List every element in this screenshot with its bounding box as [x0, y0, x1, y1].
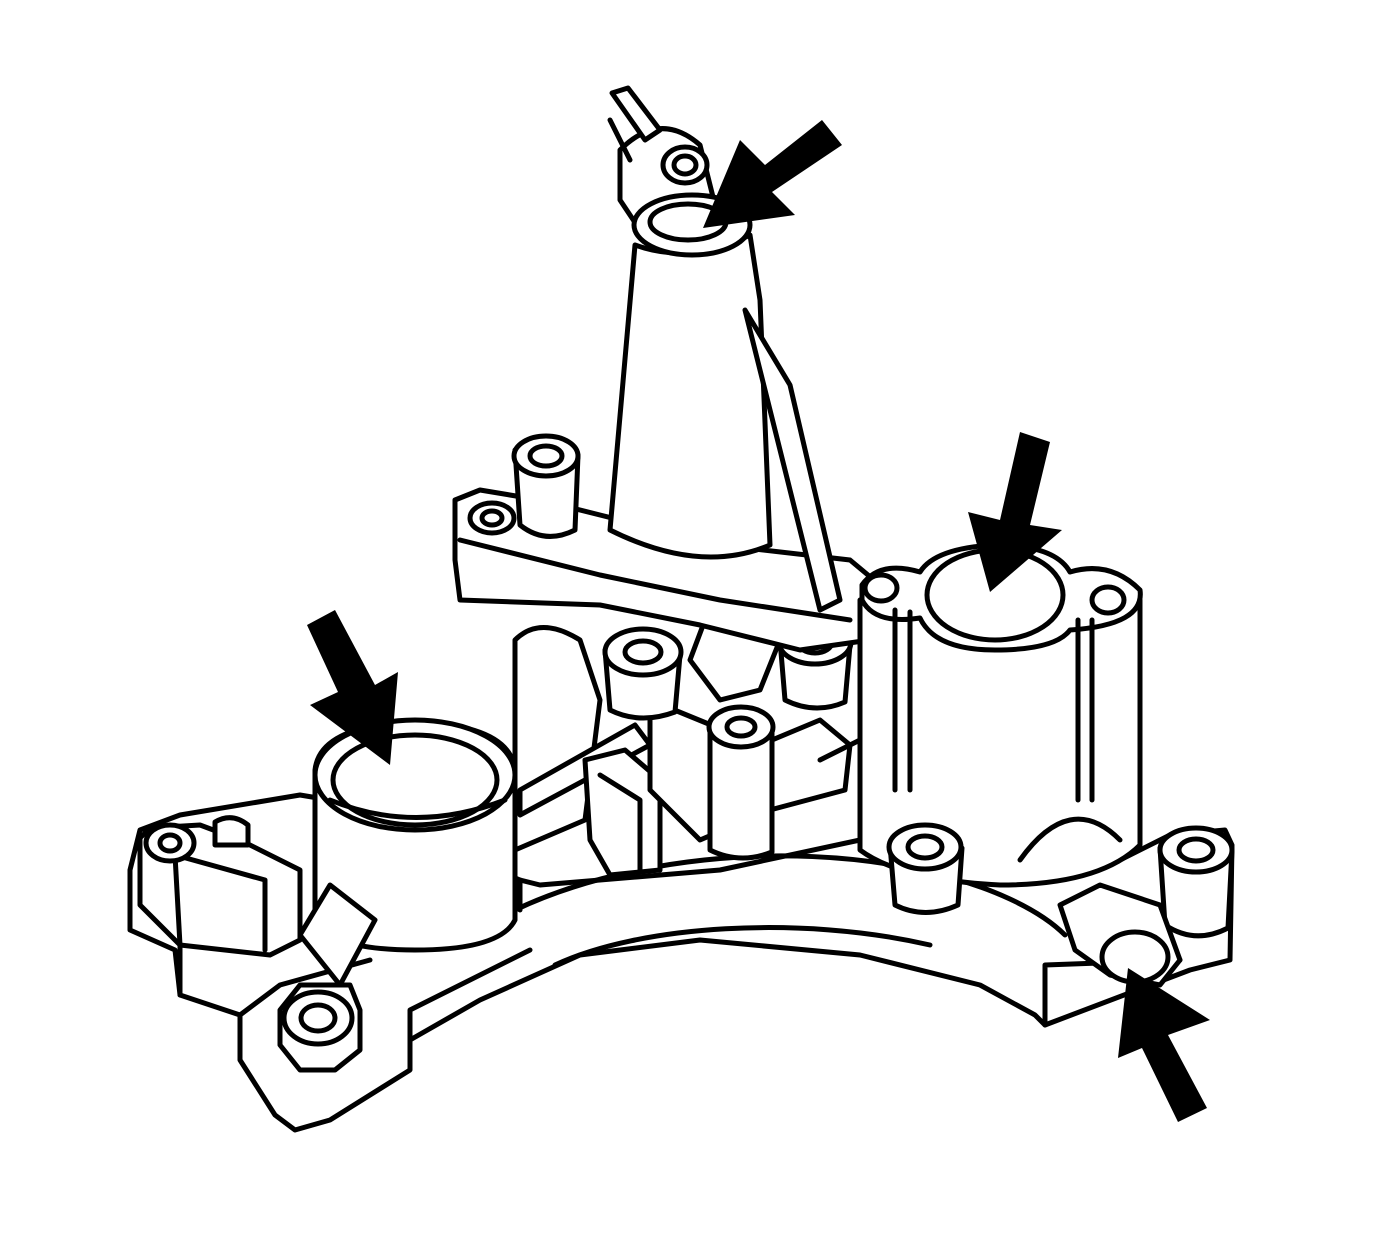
right-mount-bosses [886, 822, 1235, 988]
arrow-lower-right-mount-hole [1118, 968, 1210, 1122]
lower-left-mount-boss [277, 882, 378, 1073]
left-foot-bracket [137, 815, 303, 958]
arrow-right-cylinder-port [968, 432, 1062, 592]
right-cylinder [817, 542, 1143, 888]
upper-column [607, 85, 843, 613]
callout-arrows [307, 120, 1210, 1122]
arrow-left-cylinder-port [307, 610, 398, 765]
arrow-upper-mount-bore [703, 120, 842, 228]
